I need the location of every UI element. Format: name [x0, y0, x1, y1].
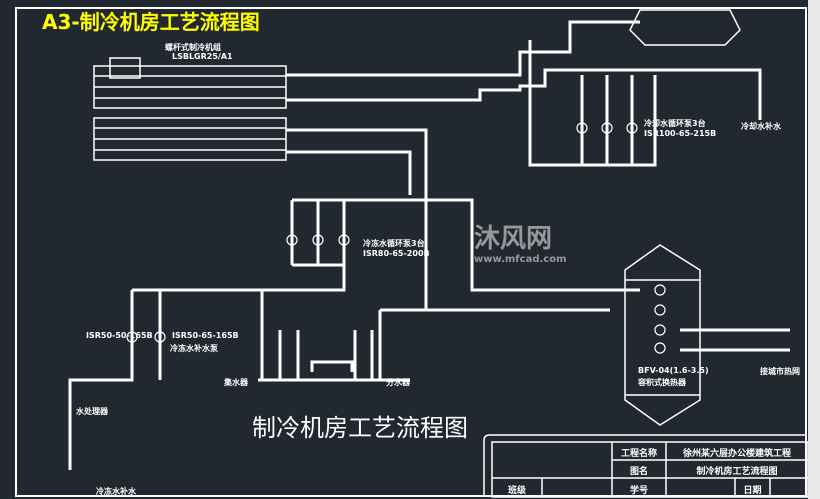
project-value: 徐州某六层办公楼建筑工程	[682, 449, 791, 459]
chilled-makeup-label: 冷冻水补水	[96, 487, 136, 496]
exchanger-model: BFV-04(1.6-3.5)	[638, 366, 709, 375]
heat-exchanger	[624, 244, 701, 426]
chiller-model: LSBLGR25/A1	[172, 52, 233, 61]
makeup-pump-model: ISR50-65-165B	[172, 331, 239, 340]
class-label: 班级	[507, 486, 526, 496]
distributor-label: 分水器	[386, 378, 410, 387]
student-label: 学号	[629, 486, 648, 496]
scrollbar[interactable]	[808, 0, 820, 499]
water-treatment-label: 水处理器	[76, 407, 108, 416]
cooling-pump-name: 冷却水循环泵3台	[644, 119, 706, 128]
pump-symbols	[126, 122, 666, 354]
left-pump-model: ISR50-50-165B	[86, 331, 153, 340]
watermark-logo: 沐风网	[474, 224, 553, 254]
drawing-value: 制冷机房工艺流程图	[696, 467, 778, 477]
drawing-border	[15, 7, 807, 497]
cooling-makeup: 冷却水补水	[741, 122, 781, 131]
chilled-pump-model: ISR80-65-200B	[363, 249, 430, 258]
cooling-tower	[629, 9, 741, 46]
chillers	[93, 57, 287, 161]
watermark-url: www.mfcad.com	[474, 254, 567, 265]
city-heat-label: 接城市热网	[760, 367, 800, 376]
drawing-title: 制冷机房工艺流程图	[252, 414, 468, 442]
project-label: 工程名称	[620, 449, 657, 459]
page-title: A3-制冷机房工艺流程图	[42, 10, 260, 34]
drawing-label: 图名	[629, 467, 648, 477]
collector-label: 集水器	[224, 378, 248, 387]
pipes	[68, 20, 790, 470]
exchanger-name: 容积式换热器	[638, 378, 686, 387]
chilled-pump-name: 冷冻水循环泵3台	[363, 239, 425, 248]
cooling-pump-model: ISR100-65-215B	[644, 129, 717, 138]
date-label: 日期	[743, 486, 762, 496]
makeup-pump-name: 冷冻水补水泵	[170, 344, 218, 353]
chiller-name: 螺杆式制冷机组	[165, 43, 221, 52]
